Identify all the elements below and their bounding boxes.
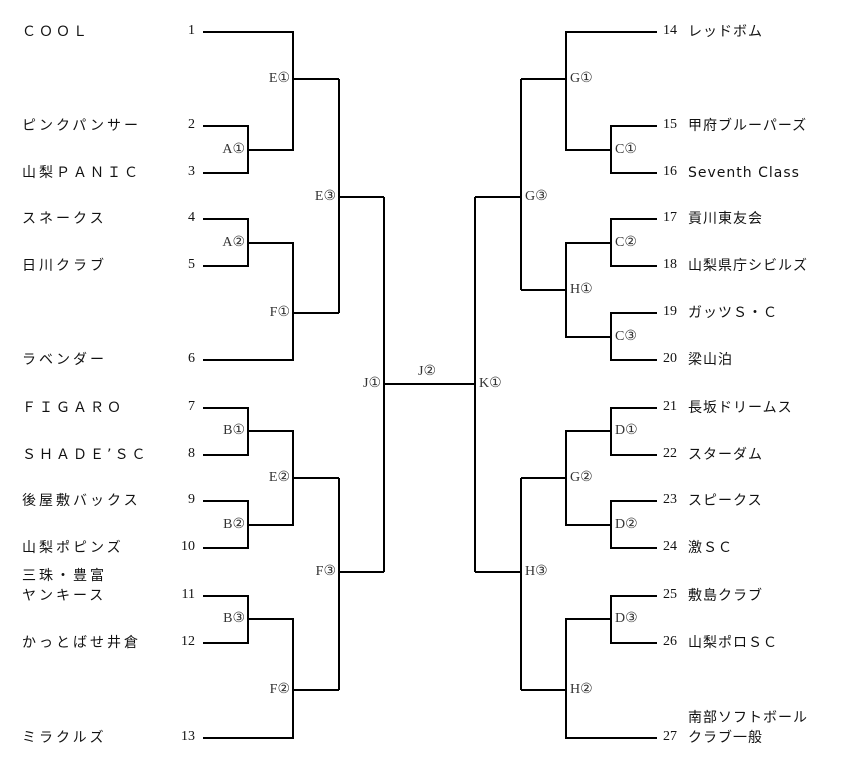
match-label-B2: B②	[223, 517, 245, 532]
seed-number: 21	[663, 399, 677, 414]
team-name: レッドボム	[688, 24, 763, 40]
team-name: 激ＳＣ	[688, 540, 733, 556]
seed-number: 16	[663, 164, 677, 179]
team-name: 梁山泊	[688, 352, 733, 368]
bracket-line	[610, 125, 657, 174]
match-label-E3: E③	[314, 189, 336, 204]
team-name: 貢川東友会	[688, 211, 763, 227]
seed-number: 19	[663, 304, 677, 319]
match-label-F1: F①	[269, 305, 290, 320]
match-label-G2: G②	[570, 470, 593, 485]
seed-number: 2	[188, 117, 195, 132]
team-name: ピンクパンサー	[22, 118, 141, 134]
bracket-line	[565, 618, 657, 739]
team-name: 後屋敷バックス	[22, 493, 141, 509]
team-name: スターダム	[688, 447, 763, 463]
match-label-J2: J②	[418, 364, 436, 379]
bracket-line	[203, 618, 294, 739]
seed-number: 25	[663, 587, 677, 602]
seed-number: 20	[663, 351, 677, 366]
seed-number: 10	[181, 539, 195, 554]
seed-number: 12	[181, 634, 195, 649]
team-name: ＦＩＧＡＲＯ	[22, 400, 124, 416]
team-name: 山梨県庁シビルズ	[688, 258, 808, 274]
bracket-line	[203, 242, 294, 361]
seed-number: 26	[663, 634, 677, 649]
seed-number: 18	[663, 257, 677, 272]
team-name: 南部ソフトボール クラブ一般	[688, 710, 808, 746]
team-name: ＳＨＡＤＥ’ＳＣ	[22, 447, 149, 463]
seed-number: 27	[663, 729, 677, 744]
match-label-F3: F③	[315, 564, 336, 579]
team-name: スネークス	[22, 211, 107, 227]
match-label-E2: E②	[268, 470, 290, 485]
team-name: ラベンダー	[22, 352, 107, 368]
match-label-D2: D②	[615, 517, 638, 532]
match-label-H1: H①	[570, 282, 593, 297]
team-name: ミラクルズ	[22, 730, 107, 746]
seed-number: 4	[188, 210, 195, 225]
match-label-B1: B①	[223, 423, 245, 438]
match-label-B3: B③	[223, 611, 245, 626]
team-name: 日川クラブ	[22, 258, 107, 274]
team-name: 甲府ブルーパーズ	[688, 118, 808, 134]
match-label-K1: K①	[479, 376, 502, 391]
team-name: スピークス	[688, 493, 763, 509]
seed-number: 1	[188, 23, 195, 38]
seed-number: 22	[663, 446, 677, 461]
team-name: 山梨ＰＡＮＩＣ	[22, 165, 141, 181]
seed-number: 8	[188, 446, 195, 461]
seed-number: 3	[188, 164, 195, 179]
bracket-line	[203, 31, 294, 151]
match-label-A1: A①	[222, 142, 245, 157]
team-name: 三珠・豊富 ヤンキース	[22, 568, 107, 604]
team-name: 山梨ポロＳＣ	[688, 635, 778, 651]
match-label-H3: H③	[525, 564, 548, 579]
match-label-J1: J①	[363, 376, 381, 391]
team-name: ガッツＳ・Ｃ	[688, 305, 778, 321]
seed-number: 14	[663, 23, 677, 38]
team-name: 長坂ドリームス	[688, 400, 793, 416]
seed-number: 9	[188, 492, 195, 507]
match-label-E1: E①	[268, 71, 290, 86]
match-label-D3: D③	[615, 611, 638, 626]
seed-number: 5	[188, 257, 195, 272]
match-label-C2: C②	[615, 235, 637, 250]
seed-number: 6	[188, 351, 195, 366]
team-name: 敷島クラブ	[688, 588, 763, 604]
seed-number: 11	[181, 587, 195, 602]
match-label-C3: C③	[615, 329, 637, 344]
match-label-F2: F②	[269, 682, 290, 697]
match-label-D1: D①	[615, 423, 638, 438]
team-name: 山梨ポピンズ	[22, 540, 124, 556]
match-label-G1: G①	[570, 71, 593, 86]
match-label-H2: H②	[570, 682, 593, 697]
team-name: かっとばせ井倉	[22, 635, 141, 651]
team-name: ＣＯＯＬ	[22, 24, 90, 40]
match-label-A2: A②	[222, 235, 245, 250]
seed-number: 23	[663, 492, 677, 507]
match-label-C1: C①	[615, 142, 637, 157]
match-label-G3: G③	[525, 189, 548, 204]
team-name: Seventh Class	[688, 165, 800, 181]
seed-number: 15	[663, 117, 677, 132]
seed-number: 13	[181, 729, 195, 744]
bracket-line	[203, 125, 249, 174]
bracket-line	[565, 31, 657, 151]
seed-number: 17	[663, 210, 677, 225]
seed-number: 24	[663, 539, 677, 554]
seed-number: 7	[188, 399, 195, 414]
